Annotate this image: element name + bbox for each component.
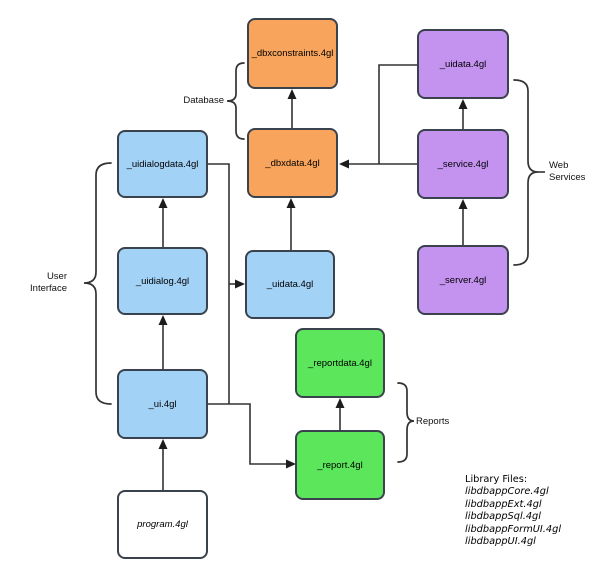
node-dbxconstraints-label: _dbxconstraints.4gl [251, 48, 334, 59]
node-uidata-ws-label: _uidata.4gl [439, 58, 487, 70]
connector-report-to-reportdata [335, 398, 345, 430]
legend-file-item: libdbappFormUI.4gl [465, 523, 562, 535]
node-service-label: _service.4gl [437, 158, 489, 170]
node-ui: _ui.4gl [117, 369, 208, 439]
connector-server-to-service [458, 199, 468, 245]
node-ui-label: _ui.4gl [148, 398, 177, 410]
connector-dbxdata-to-dbxconstraints [287, 89, 297, 128]
connector-service-to-uidata-ws [458, 99, 468, 129]
node-program-label: program.4gl [137, 519, 188, 530]
connector-uidialogdata-bus [208, 163, 245, 404]
node-report-label: _report.4gl [317, 459, 363, 471]
node-dbxconstraints: _dbxconstraints.4gl [247, 18, 338, 89]
node-dbxdata-label: _dbxdata.4gl [265, 157, 320, 169]
node-uidialog: _uidialog.4gl [117, 247, 208, 315]
reports-brace [397, 382, 415, 463]
connector-service-to-dbxdata [339, 64, 417, 169]
node-uidata-label: _uidata.4gl [266, 279, 314, 290]
connector-uidialog-to-uidialogdata [158, 198, 168, 247]
group-label-user-interface-line1: User [46, 271, 67, 282]
node-program: program.4gl [117, 490, 208, 559]
legend-file-item: libdbappExt.4gl [465, 498, 542, 510]
legend-title: Library Files: [465, 474, 528, 485]
node-uidata: _uidata.4gl [245, 250, 335, 319]
connector-program-to-ui [158, 439, 168, 490]
group-label-reports: Reports [416, 416, 450, 427]
legend-file-item: libdbappCore.4gl [465, 486, 549, 498]
node-uidialogdata-label: _uidialogdata.4gl [126, 158, 199, 170]
node-server: _server.4gl [417, 245, 509, 315]
group-label-web-services: Web Services [549, 160, 601, 183]
database-brace [226, 62, 245, 140]
node-report: _report.4gl [295, 430, 385, 500]
group-label-web-services-line2: Services [549, 171, 586, 183]
node-reportdata-label: _reportdata.4gl [308, 357, 372, 369]
node-server-label: _server.4gl [439, 274, 487, 286]
web-services-brace [513, 79, 545, 266]
group-label-user-interface: User Interface [10, 271, 67, 294]
node-service: _service.4gl [417, 129, 509, 199]
user-interface-brace [83, 162, 112, 405]
legend-library-files: Library Files: libdbappCore.4gl libdbapp… [465, 474, 561, 548]
group-label-database: Database [183, 95, 224, 106]
connector-ui-to-uidialog [158, 315, 168, 369]
node-reportdata: _reportdata.4gl [295, 328, 385, 398]
node-dbxdata: _dbxdata.4gl [247, 128, 338, 198]
legend-file-item: libdbappUI.4gl [465, 536, 536, 548]
legend-file-item: libdbappSql.4gl [465, 511, 541, 523]
node-uidialogdata: _uidialogdata.4gl [117, 130, 208, 198]
group-label-web-services-line1: Web [549, 160, 569, 171]
node-uidialog-label: _uidialog.4gl [135, 275, 190, 287]
connector-ui-to-report [208, 403, 296, 469]
group-label-user-interface-line2: Interface [30, 282, 67, 294]
node-uidata-ws: _uidata.4gl [417, 29, 509, 99]
connector-uidata-to-dbxdata [286, 198, 296, 250]
